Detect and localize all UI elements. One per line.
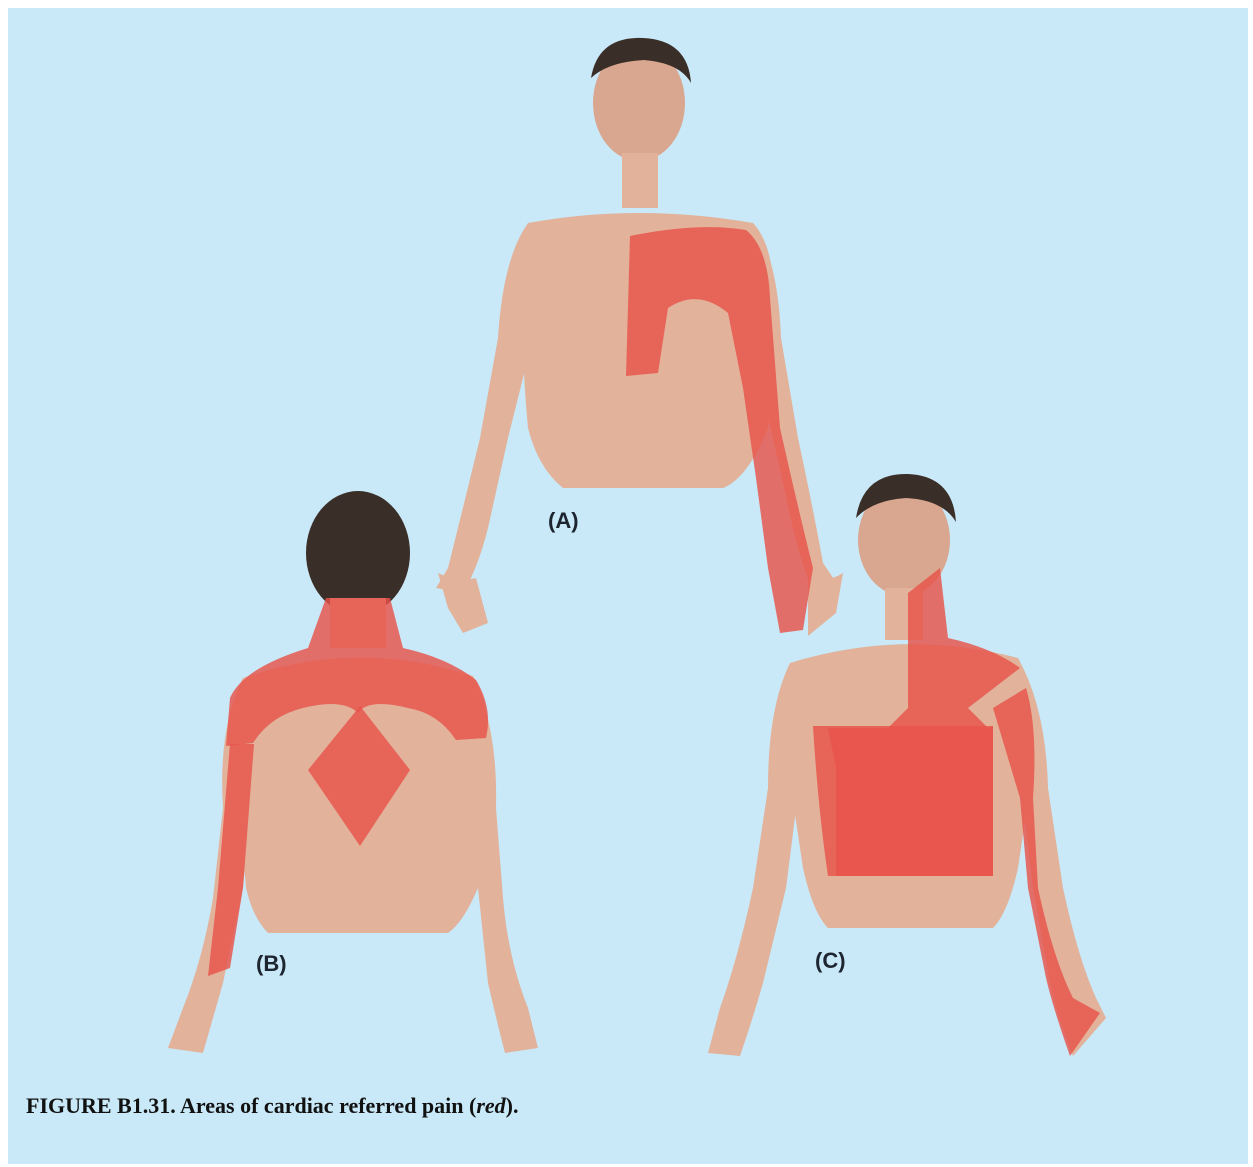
figure-caption: FIGURE B1.31. Areas of cardiac referred … <box>26 1093 1226 1119</box>
figure-panel: .skin { fill: #e2b29b; } .skin2 { fill: … <box>8 8 1248 1164</box>
label-a: (A) <box>548 508 579 534</box>
caption-italic: red <box>476 1093 505 1118</box>
anatomy-illustration: .skin { fill: #e2b29b; } .skin2 { fill: … <box>8 8 1248 1164</box>
caption-prefix: FIGURE B1.31. Areas of cardiac referred … <box>26 1093 476 1118</box>
label-b: (B) <box>256 951 287 977</box>
label-c: (C) <box>815 948 846 974</box>
caption-suffix: ). <box>506 1093 519 1118</box>
figure-c-pain-area <box>813 568 1100 1056</box>
